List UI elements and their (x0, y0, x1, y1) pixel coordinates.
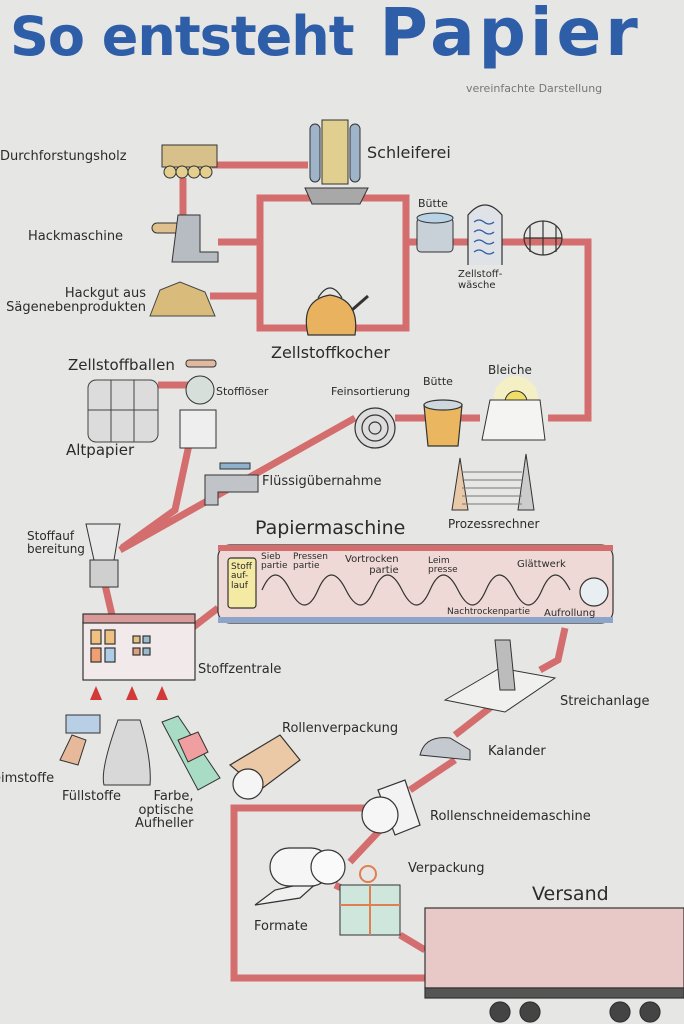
label-stoffloser: Stofflöser (216, 385, 269, 398)
pipe-stoffloser-down (119, 439, 194, 551)
roll-packaging-icon (228, 734, 301, 800)
pipe-loop-kocher (218, 194, 410, 332)
freight-wagon-icon (424, 907, 684, 1023)
faucet-icon (204, 462, 259, 506)
pipe-rolle-formate (347, 827, 383, 865)
calender-iron-icon (419, 737, 471, 761)
pipe-zentrale-maschine (189, 605, 221, 631)
label-aufrollung: Aufrollung (544, 608, 596, 619)
label-altpapier: Altpapier (66, 441, 135, 459)
label-prozessrechner: Prozessrechner (448, 517, 540, 531)
label-vortrockenpartie: Vortrocken partie (345, 554, 399, 576)
grinder-icon (304, 119, 369, 205)
label-rollenschneidemaschine: Rollenschneidemaschine (430, 809, 591, 824)
label-feinsortierung: Feinsortierung (331, 385, 411, 398)
label-leimstoffe: Leimstoffe (0, 771, 55, 786)
chipper-icon (151, 214, 219, 263)
label-papiermaschine: Papiermaschine (255, 517, 406, 539)
gift-package-icon (339, 865, 401, 936)
label-schleiferei: Schleiferei (367, 143, 451, 162)
pipe-aufbereitung-zentrale (101, 584, 116, 616)
label-zellstoffwasche: Zellstoff- wäsche (458, 269, 503, 291)
abacus-icon (451, 453, 535, 511)
washboard-icon (467, 204, 503, 265)
blender-icon (85, 523, 121, 588)
pipes (101, 161, 592, 982)
vat-icon (416, 212, 454, 253)
label-rollenverpackung: Rollenverpackung (282, 721, 399, 736)
control-panel-icon (82, 613, 196, 681)
pulp-bales-icon (87, 379, 159, 443)
diagram-title: So entsteht Papier (10, 0, 642, 71)
label-kalander: Kalander (488, 744, 546, 759)
label-streichanlage: Streichanlage (560, 694, 650, 709)
label-hackgut: Hackgut aus Sägenebenprodukten (6, 286, 146, 315)
label-fullstoffe: Füllstoffe (62, 789, 122, 804)
kettle-icon (305, 287, 369, 336)
coater-blade-icon (443, 639, 557, 713)
bleach-lightbulb-icon (481, 376, 546, 441)
label-butte-2: Bütte (423, 375, 453, 388)
label-leimpresse: Leim presse (428, 556, 458, 576)
sieve-basket-icon (523, 220, 563, 256)
label-butte-1: Bütte (418, 197, 448, 210)
label-durchforstungsholz: Durchforstungsholz (0, 149, 127, 164)
label-stoffauflauf: Stoff auf- lauf (231, 562, 252, 591)
diagram-subtitle: vereinfachte Darstellung (466, 82, 603, 95)
pipe-maschine-streich (538, 627, 569, 674)
label-zellstoffballen: Zellstoffballen (68, 356, 175, 374)
title-prefix: So entsteht (10, 5, 355, 68)
label-verpackung: Verpackung (408, 861, 485, 876)
pulper-icon (179, 359, 217, 449)
label-farbe-aufheller: Farbe, optische Aufheller (135, 789, 194, 832)
sheet-format-roll-icon (254, 847, 346, 906)
label-glattwerk: Glättwerk (517, 559, 566, 570)
sizing-brush-icon (59, 714, 101, 766)
wood-chips-icon (149, 281, 216, 317)
label-pressenpartie: Pressen partie (293, 552, 328, 572)
label-flussigubernahme: Flüssigübernahme (262, 474, 382, 489)
label-stoffaufbereitung: Stoffauf bereitung (27, 529, 85, 556)
dye-tube-icon (161, 715, 221, 791)
label-nachtrockenpartie: Nachtrockenpartie (447, 607, 531, 617)
pipe-kalander-rolle (408, 757, 457, 793)
label-bleiche: Bleiche (488, 363, 532, 377)
title-main: Papier (379, 0, 642, 71)
label-zellstoffkocher: Zellstoffkocher (271, 343, 390, 362)
pipe-verp-versand (398, 931, 427, 954)
bucket-icon (423, 399, 463, 447)
paper-machine-body (217, 544, 614, 624)
label-siebpartie: Sieb partie (261, 552, 288, 572)
label-stoffzentrale: Stoffzentrale (198, 662, 282, 677)
label-versand: Versand (532, 883, 609, 905)
label-formate: Formate (254, 919, 308, 934)
fine-sorting-screen-icon (354, 407, 396, 449)
input-arrows (90, 686, 168, 700)
filler-sack-icon (102, 719, 151, 786)
wood-logs-icon (161, 144, 218, 179)
label-hackmaschine: Hackmaschine (28, 229, 124, 244)
pipe-rolle-left (230, 804, 425, 982)
slitter-roll-icon (361, 779, 421, 836)
